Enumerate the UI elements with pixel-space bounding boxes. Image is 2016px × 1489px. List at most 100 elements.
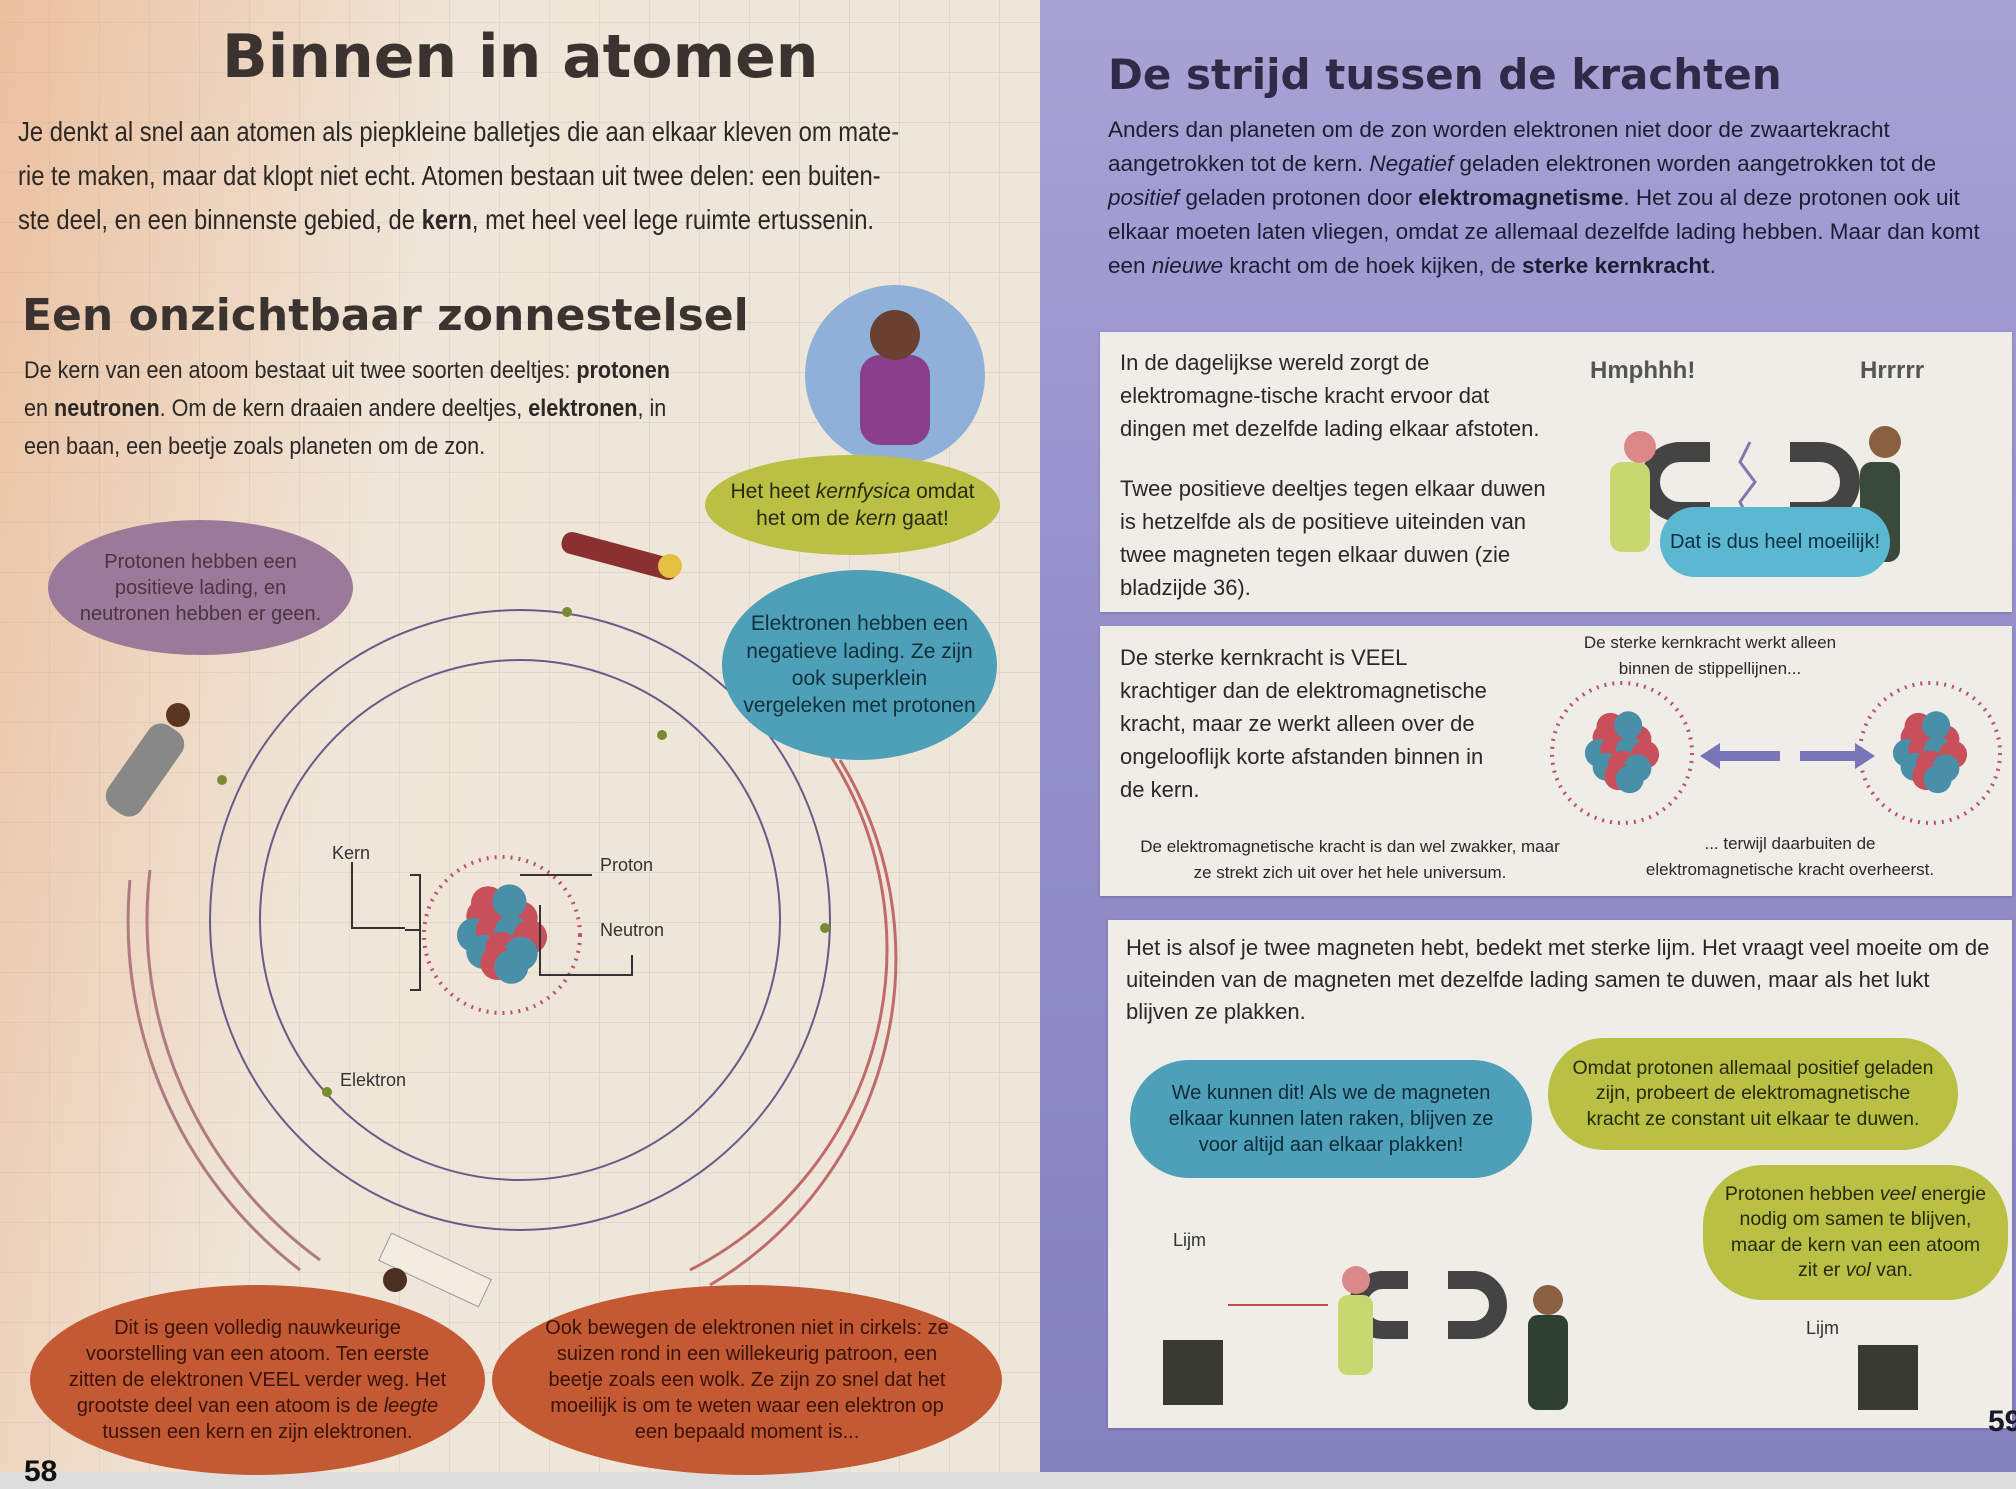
neutron-ball — [1614, 711, 1643, 740]
nucleus-boundary — [1858, 681, 2002, 825]
electron-dot — [217, 775, 227, 785]
t: elektromagnetisme — [1418, 185, 1624, 210]
arrow-right-icon — [1855, 743, 1875, 769]
intro-line: ste deel, en een binnenste gebied, de — [18, 204, 422, 235]
bubble-accuracy: Dit is geen volledig nauwkeurige voorste… — [30, 1285, 485, 1475]
section-text: De kern van een atoom bestaat uit twee s… — [24, 352, 670, 466]
t: . Het zou al deze protonen ook uit elkaa… — [1108, 185, 1980, 278]
t: Protonen hebben — [1724, 1182, 1880, 1205]
arrow-left-icon — [1700, 743, 1720, 769]
page-number: 58 — [24, 1455, 58, 1488]
intro-bold: kern — [421, 204, 472, 235]
electron-dot — [322, 1087, 332, 1097]
t: . — [1709, 253, 1716, 278]
t: neutronen — [54, 395, 160, 422]
t: energie nodig om samen te blijven, maar … — [1730, 1182, 1987, 1281]
t: Anders dan planeten om de zon worden ele… — [1108, 117, 1890, 176]
right-page: De strijd tussen de krachten Anders dan … — [1040, 0, 2016, 1472]
nucleus — [456, 884, 548, 984]
magnet-icon — [1640, 442, 1710, 522]
glue-scene-illustration — [1163, 1266, 1918, 1410]
atom-diagram — [105, 285, 985, 1308]
label-proton: Proton — [600, 855, 654, 875]
nuclei-illustration — [1550, 681, 2002, 825]
t: veel — [1879, 1182, 1916, 1205]
neutron-ball — [1923, 765, 1952, 794]
t: Het heet — [730, 479, 816, 503]
t: Dit is geen volledig nauwkeurige voorste… — [68, 1317, 447, 1417]
bubble-we-can: We kunnen dit! Als we de magneten elkaar… — [1130, 1060, 1532, 1178]
intro-paragraph: Je denkt al snel aan atomen als piepklei… — [18, 110, 899, 242]
bubble-kernfysica: Het heet kernfysica omdat het om de kern… — [705, 455, 1000, 555]
inner-orbit — [259, 659, 781, 1181]
intro-line: , met heel veel lege ruimte ertussenin. — [471, 204, 875, 235]
label-elektron: Elektron — [340, 1070, 407, 1090]
t: geladen elektronen worden aangetrokken t… — [1453, 151, 1937, 176]
kern-leader — [351, 862, 421, 991]
intro-line: rie te maken, maar dat klopt niet echt. … — [18, 160, 881, 191]
proton-neutron-leader — [520, 874, 633, 976]
nucleus-boundary — [1550, 681, 1694, 825]
t: leegte — [383, 1395, 439, 1417]
flying-figure — [105, 703, 190, 817]
neutron-ball — [494, 949, 529, 984]
nucleus — [1892, 711, 1968, 794]
label-neutron: Neutron — [600, 920, 665, 940]
flying-figure — [561, 532, 682, 580]
label-lijm: Lijm — [1173, 1230, 1207, 1250]
label-kern: Kern — [332, 843, 371, 863]
nucleus — [1584, 711, 1660, 794]
neutron-ball — [1615, 765, 1644, 794]
outer-orbit — [209, 609, 831, 1231]
intro-line: Je denkt al snel aan atomen als piepklei… — [18, 116, 900, 147]
panel1-text1: In de dagelijkse wereld zorgt de elektro… — [1120, 350, 1540, 441]
electron-dot — [562, 607, 572, 617]
bubble-energy: Protonen hebben veel energie nodig om sa… — [1703, 1165, 2008, 1300]
t: kern — [855, 507, 897, 530]
panel-magnets-repel: In de dagelijkse wereld zorgt de elektro… — [1100, 332, 2012, 612]
t: Negatief — [1369, 151, 1454, 176]
motion-lines — [145, 869, 321, 1262]
note-bottom-right: ... terwijl daarbuiten de elektromagneti… — [1645, 834, 1935, 879]
t: positief — [1108, 185, 1180, 210]
t: van. — [1870, 1258, 1913, 1281]
panel2-text: De sterke kernkracht is VEEL krachtiger … — [1120, 645, 1487, 802]
left-page: Binnen in atomen Je denkt al snel aan at… — [0, 0, 1040, 1488]
neutron-ball — [1922, 711, 1951, 740]
panel3-text: Het is alsof je twee magneten hebt, bede… — [1126, 935, 1990, 1024]
t: De kern van een atoom bestaat uit twee s… — [24, 357, 577, 384]
panel1-text2: Twee positieve deeltjes tegen elkaar duw… — [1120, 476, 1546, 600]
t: sterke kernkracht — [1522, 253, 1710, 278]
t: elektronen — [528, 395, 638, 422]
panel-strong-force: De sterke kernkracht is VEEL krachtiger … — [1100, 626, 2012, 896]
person-left — [1338, 1295, 1373, 1375]
t: gaat! — [896, 507, 949, 530]
shout-hmphhh: Hmphhh! — [1590, 357, 1696, 384]
t: . Om de kern draaien andere deeltjes, — [159, 395, 529, 422]
t: omdat het om de — [756, 479, 975, 530]
neutron-ball — [492, 884, 527, 919]
note-top: De sterke kernkracht werkt alleen binnen… — [1583, 633, 1837, 678]
section-title: Een onzichtbaar zonnestelsel — [22, 290, 749, 341]
electron-dot — [657, 730, 667, 740]
electron-dot — [820, 923, 830, 933]
magnet-icon — [1448, 1271, 1507, 1339]
t: nieuwe — [1151, 253, 1224, 278]
panel-glue-magnets: Het is alsof je twee magneten hebt, bede… — [1108, 920, 2012, 1428]
t: , in — [637, 395, 667, 422]
page-title: Binnen in atomen — [222, 22, 819, 92]
bubble-protons-positive: Omdat protonen allemaal positief geladen… — [1548, 1038, 1958, 1150]
bubble-electrons: Elektronen hebben een negatieve lading. … — [722, 570, 997, 760]
magnet-icon — [1790, 442, 1860, 522]
bubble-hard: Dat is dus heel moeilijk! — [1660, 507, 1890, 577]
label-lijm: Lijm — [1806, 1318, 1840, 1338]
person-left — [1610, 462, 1650, 552]
glue-bucket-icon — [1163, 1340, 1223, 1405]
t: kracht om de hoek kijken, de — [1223, 253, 1523, 278]
intro-paragraph: Anders dan planeten om de zon worden ele… — [1108, 113, 2008, 283]
t: en — [24, 395, 55, 422]
t: vol — [1845, 1258, 1871, 1281]
nucleus-boundary — [422, 855, 582, 1015]
t: kernfysica — [815, 479, 911, 503]
bubble-cloud: Ook bewegen de elektronen niet in cirkel… — [492, 1285, 1002, 1475]
